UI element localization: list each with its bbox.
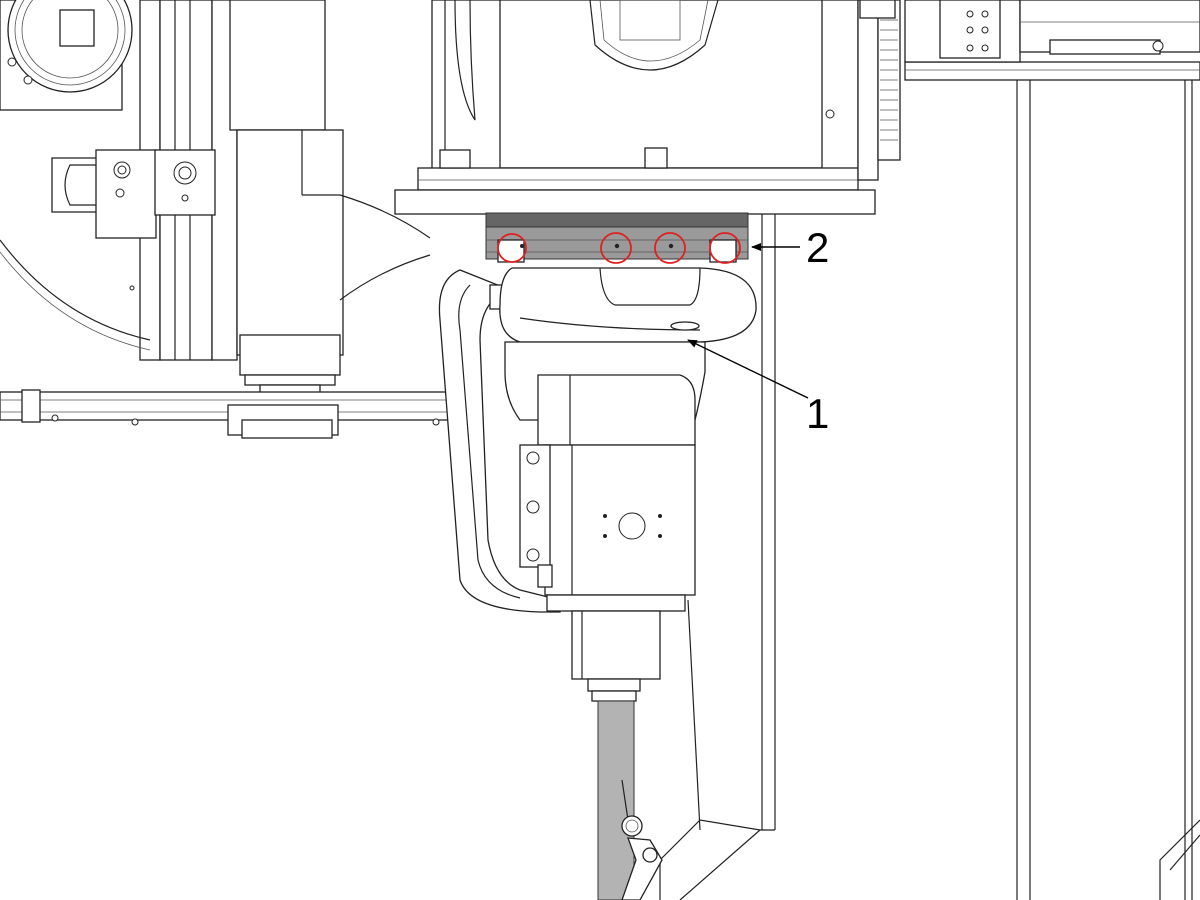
spring-coil: [880, 19, 898, 141]
callout-1-label: 1: [806, 390, 829, 437]
bolt-highlight-ring: [654, 232, 686, 264]
callout-1-leader: [687, 339, 809, 399]
rotary-head: [438, 267, 757, 900]
left-motor-assembly: [0, 0, 431, 401]
bolt-highlight-ring: [497, 233, 527, 263]
callout-2: 2: [751, 224, 829, 271]
machine-frame: [659, 0, 1200, 900]
upper-housing: [394, 0, 901, 215]
bolt-highlight-ring: [709, 232, 741, 264]
horizontal-arm: [0, 389, 456, 439]
bolt-highlight-ring: [600, 232, 632, 264]
callout-2-label: 2: [806, 224, 829, 271]
bolt-highlight-group: [497, 232, 741, 264]
callout-1: 1: [687, 339, 829, 437]
